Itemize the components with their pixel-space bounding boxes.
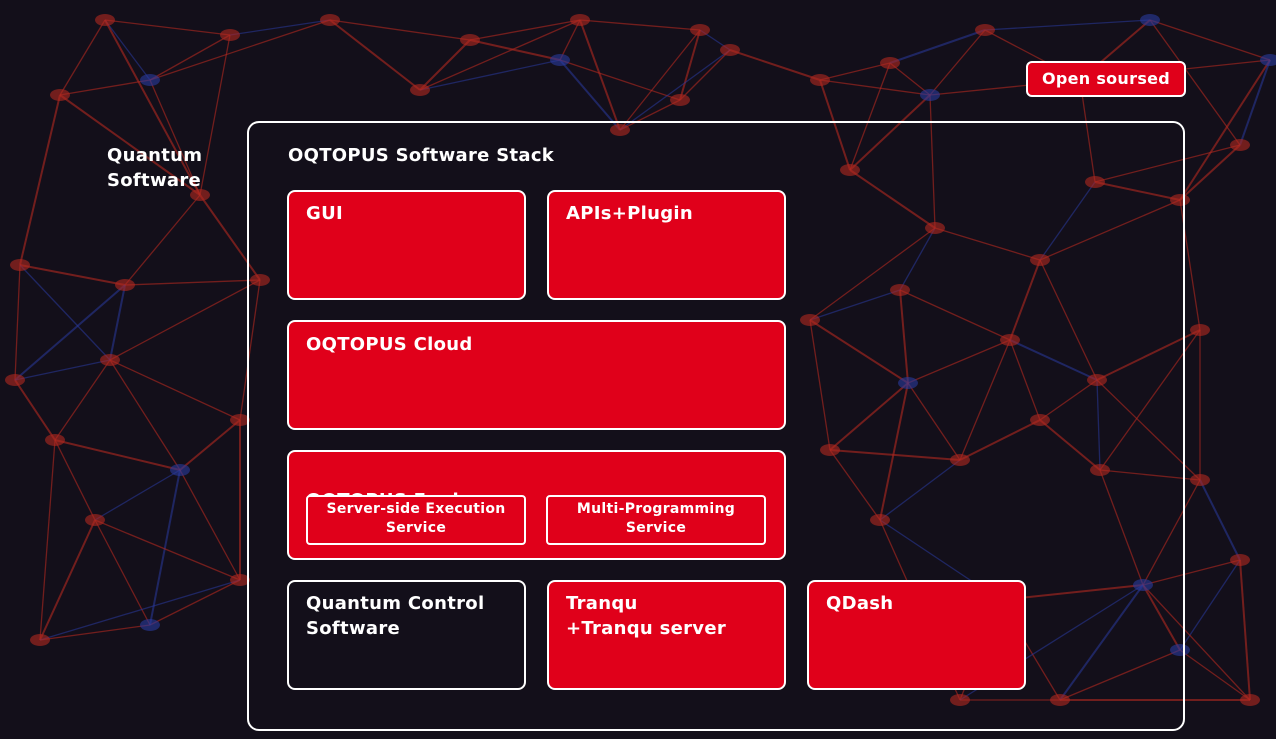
network-node (410, 84, 430, 96)
network-line (820, 63, 890, 80)
network-line (580, 20, 620, 130)
network-line (560, 20, 580, 60)
network-node (100, 354, 120, 366)
network-node (140, 619, 160, 631)
network-line (180, 420, 240, 470)
multi-programming-service: Multi-Programming Service (546, 495, 766, 545)
network-node (550, 54, 570, 66)
network-line (180, 470, 240, 580)
network-line (95, 520, 240, 580)
apis-plugin-block: APIs+Plugin (547, 190, 786, 300)
network-line (40, 580, 240, 640)
network-node (975, 24, 995, 36)
network-line (470, 20, 580, 40)
qdash-block: QDash (807, 580, 1026, 690)
network-line (1240, 60, 1270, 145)
network-node (920, 89, 940, 101)
network-node (720, 44, 740, 56)
network-node (1140, 14, 1160, 26)
network-line (1150, 20, 1270, 60)
network-node (220, 29, 240, 41)
network-line (230, 20, 330, 35)
network-line (420, 40, 470, 90)
network-node (170, 464, 190, 476)
network-node (670, 94, 690, 106)
network-line (55, 440, 180, 470)
network-line (150, 470, 180, 625)
network-line (580, 20, 700, 30)
network-line (125, 280, 260, 285)
network-node (95, 14, 115, 26)
network-line (1180, 650, 1250, 700)
network-node (115, 279, 135, 291)
quantum-control-software-block: Quantum Control Software (287, 580, 526, 690)
network-node (140, 74, 160, 86)
network-line (15, 360, 110, 380)
network-line (105, 20, 230, 35)
network-node (1190, 324, 1210, 336)
network-node (85, 514, 105, 526)
network-line (40, 625, 150, 640)
network-node (1240, 694, 1260, 706)
network-node (1230, 554, 1250, 566)
network-node (1260, 54, 1276, 66)
network-node (45, 434, 65, 446)
network-node (10, 259, 30, 271)
open-sourced-badge: Open soursed (1026, 61, 1186, 97)
tranqu-block: Tranqu +Tranqu server (547, 580, 786, 690)
oqtopus-cloud-block: OQTOPUS Cloud (287, 320, 786, 430)
network-node (460, 34, 480, 46)
network-line (985, 20, 1150, 30)
network-line (1200, 480, 1240, 560)
network-node (810, 74, 830, 86)
network-node (570, 14, 590, 26)
network-node (5, 374, 25, 386)
network-line (470, 40, 560, 60)
network-node (1190, 474, 1210, 486)
network-line (20, 95, 60, 265)
network-line (1240, 560, 1250, 700)
network-line (15, 265, 20, 380)
network-line (420, 60, 560, 90)
network-node (30, 634, 50, 646)
quantum-software-label: Quantum Software (107, 143, 202, 193)
software-stack-title: OQTOPUS Software Stack (288, 143, 554, 168)
server-side-execution-service: Server-side Execution Service (306, 495, 526, 545)
network-line (55, 440, 95, 520)
network-line (60, 80, 150, 95)
network-line (60, 20, 105, 95)
network-line (110, 280, 260, 360)
network-line (125, 195, 200, 285)
gui-block: GUI (287, 190, 526, 300)
network-node (880, 57, 900, 69)
network-node (690, 24, 710, 36)
network-node (50, 89, 70, 101)
network-node (1230, 139, 1250, 151)
network-line (95, 470, 180, 520)
network-line (730, 50, 820, 80)
network-line (105, 20, 150, 80)
network-node (320, 14, 340, 26)
network-line (15, 380, 55, 440)
network-line (55, 360, 110, 440)
